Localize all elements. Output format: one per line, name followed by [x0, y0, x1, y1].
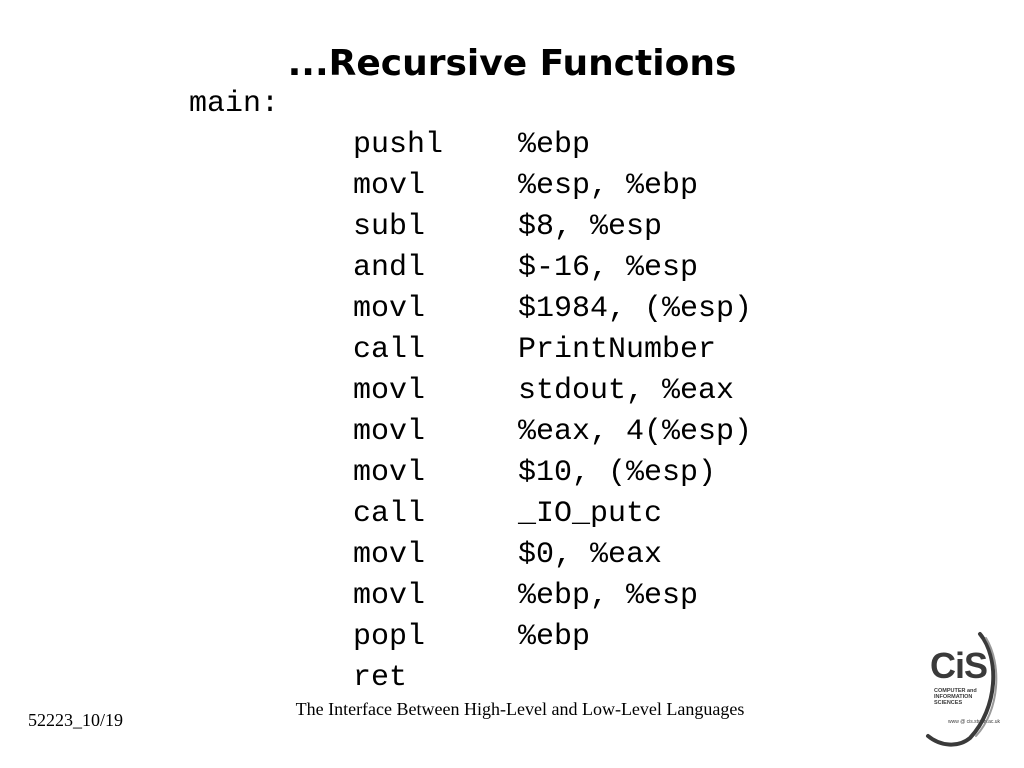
code-line: call _IO_putc [353, 494, 752, 535]
code-line: movl %esp, %ebp [353, 166, 752, 207]
logo-subtitle: COMPUTER and INFORMATION SCIENCES [934, 688, 994, 706]
instruction-opcode: movl [353, 169, 426, 203]
instruction-opcode: ret [353, 661, 408, 695]
instruction-opcode: movl [353, 456, 426, 490]
instruction-opcode: andl [353, 251, 426, 285]
instruction-operands: %ebp, %esp [518, 579, 699, 613]
code-line: popl %ebp [353, 617, 752, 658]
code-line: andl $-16, %esp [353, 248, 752, 289]
code-line: call PrintNumber [353, 330, 752, 371]
code-line: movl %eax, 4(%esp) [353, 412, 752, 453]
code-line: movl $1984, (%esp) [353, 289, 752, 330]
instruction-operands: %eax, 4(%esp) [518, 415, 753, 449]
instruction-opcode: movl [353, 579, 426, 613]
instruction-opcode: call [353, 333, 426, 367]
code-line: movl $10, (%esp) [353, 453, 752, 494]
instruction-operands: %esp, %ebp [518, 169, 699, 203]
instruction-operands: $10, (%esp) [518, 456, 717, 490]
code-line: pushl %ebp [353, 125, 752, 166]
code-line: ret [353, 658, 752, 699]
instruction-operands: $8, %esp [518, 210, 663, 244]
code-line: movl $0, %eax [353, 535, 752, 576]
instruction-opcode: movl [353, 374, 426, 408]
instruction-opcode: movl [353, 292, 426, 326]
code-label-main: main: [189, 87, 280, 121]
logo-wordmark: CiS [930, 645, 988, 686]
instruction-opcode: movl [353, 415, 426, 449]
assembly-code-block: pushl %ebp movl %esp, %ebp subl $8, %esp an… [353, 125, 752, 699]
instruction-operands: $0, %eax [518, 538, 663, 572]
logo-subtitle-line: COMPUTER and [934, 688, 977, 694]
logo-url: www @ cis.strath.ac.uk [948, 719, 1001, 725]
instruction-opcode: subl [353, 210, 426, 244]
instruction-operands: $1984, (%esp) [518, 292, 753, 326]
instruction-opcode: pushl [353, 128, 444, 162]
instruction-opcode: call [353, 497, 426, 531]
footer-course-title: The Interface Between High-Level and Low… [295, 699, 745, 719]
instruction-opcode: movl [353, 538, 426, 572]
instruction-operands: %ebp [518, 128, 591, 162]
cis-logo: CiS COMPUTER and INFORMATION SCIENCES ww… [918, 628, 1001, 748]
instruction-operands: %ebp [518, 620, 591, 654]
slide-title: ...Recursive Functions [287, 43, 737, 84]
code-line: movl %ebp, %esp [353, 576, 752, 617]
instruction-operands: $-16, %esp [518, 251, 699, 285]
instruction-opcode: popl [353, 620, 426, 654]
logo-subtitle-line: INFORMATION [934, 694, 973, 700]
code-line: movl stdout, %eax [353, 371, 752, 412]
instruction-operands: PrintNumber [518, 333, 717, 367]
instruction-operands: _IO_putc [518, 497, 663, 531]
code-line: subl $8, %esp [353, 207, 752, 248]
logo-swoosh-icon [926, 632, 998, 747]
instruction-operands: stdout, %eax [518, 374, 735, 408]
logo-subtitle-line: SCIENCES [934, 700, 963, 706]
footer-slide-number: 52223_10/19 [28, 710, 124, 730]
